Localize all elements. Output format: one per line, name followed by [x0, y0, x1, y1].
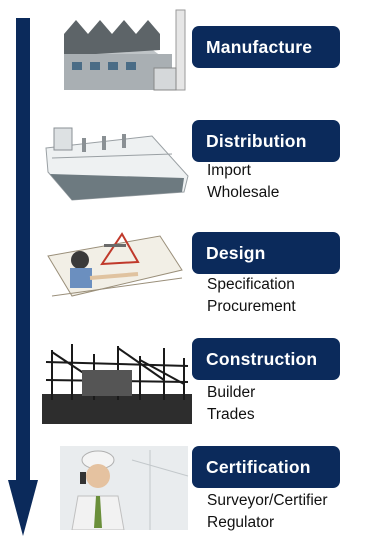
step-title: Construction	[206, 348, 318, 369]
step-badge-manufacture: Manufacture	[192, 26, 340, 68]
step-badge-distribution: Distribution	[192, 120, 340, 162]
step-title: Design	[206, 242, 266, 263]
step-items-certification: Surveyor/Certifier Regulator	[207, 490, 367, 534]
flow-arrow	[8, 18, 38, 536]
scaffolding-icon	[42, 344, 192, 424]
step-item: Regulator	[207, 514, 275, 531]
architect-drafting-icon	[47, 232, 183, 297]
step-title: Certification	[206, 456, 311, 477]
step-title: Manufacture	[206, 36, 313, 57]
step-item: Procurement	[207, 298, 296, 315]
step-item: Specification	[207, 276, 295, 293]
step-badge-certification: Certification	[192, 446, 340, 488]
step-item: Surveyor/Certifier	[207, 492, 328, 509]
step-items-distribution: Import Wholesale	[207, 160, 367, 204]
step-items-construction: Builder Trades	[207, 382, 367, 426]
step-item: Wholesale	[207, 184, 280, 201]
factory-icon	[64, 9, 186, 91]
step-title: Distribution	[206, 130, 307, 151]
step-item: Builder	[207, 384, 256, 401]
step-items-design: Specification Procurement	[207, 274, 367, 318]
cargo-ship-icon	[45, 127, 189, 201]
step-item: Trades	[207, 406, 255, 423]
step-item: Import	[207, 162, 251, 179]
step-badge-construction: Construction	[192, 338, 340, 380]
inspector-icon	[60, 446, 189, 530]
step-badge-design: Design	[192, 232, 340, 274]
